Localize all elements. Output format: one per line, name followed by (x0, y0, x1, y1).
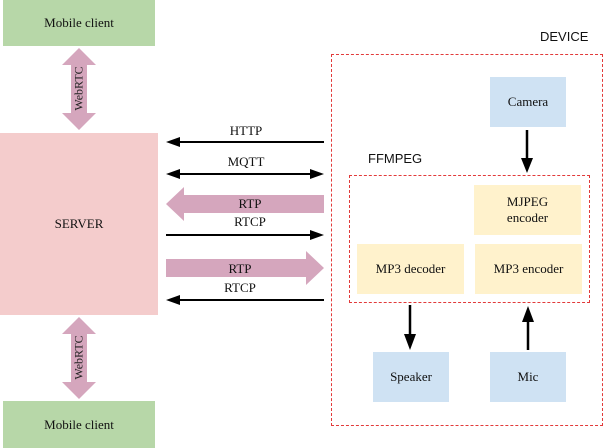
server-label: SERVER (54, 216, 104, 231)
rtp-to-server-label: RTP (238, 196, 262, 211)
camera-to-mjpeg-arrow (521, 130, 533, 173)
mqtt-arrow (166, 169, 324, 179)
mp3-decoder-box: MP3 decoder (357, 244, 464, 294)
camera-box: Camera (490, 77, 566, 127)
http-label: HTTP (229, 123, 263, 138)
webrtc-bottom-arrow (62, 317, 96, 399)
rtcp-to-server-label: RTCP (224, 280, 256, 295)
webrtc-top-arrow (62, 48, 96, 130)
rtp-to-server-arrow (166, 187, 324, 221)
rtcp-to-device-label: RTCP (234, 214, 266, 229)
rtcp-to-device-arrow (166, 230, 324, 240)
mjpeg-encoder-label: MJPEG encoder (506, 194, 549, 225)
speaker-label: Speaker (390, 369, 432, 384)
mobile-client-top: Mobile client (3, 0, 155, 46)
camera-label: Camera (507, 94, 549, 109)
device-boundary (331, 54, 603, 426)
rtp-to-device-arrow (166, 251, 324, 285)
rtcp-to-server-arrow (166, 295, 324, 305)
rtp-to-device-label: RTP (228, 261, 252, 276)
webrtc-top-label: WebRTC (71, 66, 86, 111)
mp3-encoder-box: MP3 encoder (475, 244, 582, 294)
speaker-box: Speaker (373, 352, 449, 402)
mobile-client-bottom-label: Mobile client (44, 416, 114, 432)
mic-box: Mic (490, 352, 566, 402)
device-label: DEVICE (540, 29, 589, 44)
mp3-decoder-label: MP3 decoder (375, 261, 446, 276)
mic-label: Mic (517, 369, 539, 384)
mp3-encoder-label: MP3 encoder (493, 261, 564, 276)
server-box: SERVER (0, 133, 158, 315)
mic-to-encoder-arrow (522, 306, 534, 350)
mqtt-label: MQTT (227, 154, 265, 169)
ffmpeg-label: FFMPEG (368, 151, 423, 166)
mobile-client-bottom: Mobile client (3, 401, 155, 448)
webrtc-bottom-label: WebRTC (71, 335, 86, 380)
ffmpeg-boundary (349, 175, 590, 303)
http-arrow (166, 137, 324, 147)
decoder-to-speaker-arrow (404, 305, 416, 350)
mobile-client-top-label: Mobile client (44, 15, 114, 30)
mjpeg-encoder-box: MJPEG encoder (474, 185, 581, 235)
